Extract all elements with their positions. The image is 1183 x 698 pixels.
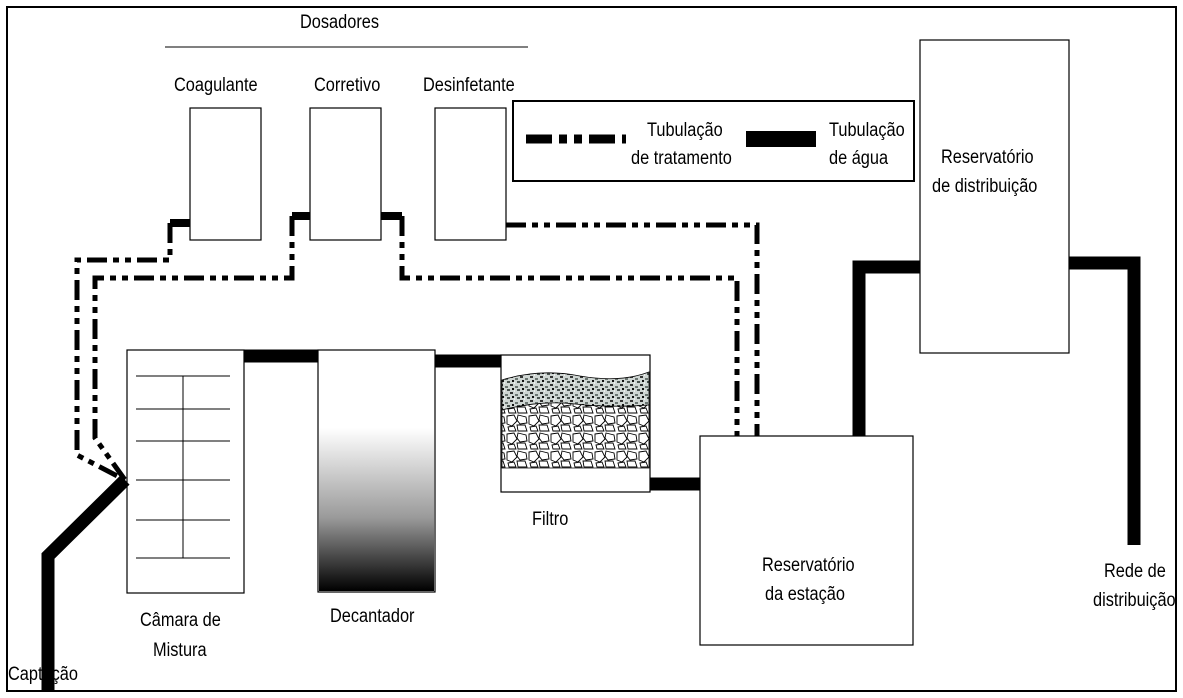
distribution-reservoir-label-2: de distribuição [932,176,1038,197]
decanter-label: Decantador [330,606,415,627]
distribution-network-pipe [1069,256,1141,545]
station-reservoir-label-1: Reservatório [762,555,855,576]
outer-frame [6,6,1177,692]
legend-box [512,100,915,182]
mixing-chamber-label-1: Câmara de [140,610,221,631]
reservoir-to-distribution-pipe [852,260,920,436]
station-reservoir-label-2: da estação [765,584,845,605]
station-reservoir-box [699,435,914,646]
network-label-2: distribuição [1093,590,1176,611]
decanter-sludge-gradient [319,428,434,591]
disinfectant-doser-box [434,107,507,241]
filter-gravel-layer [501,402,650,469]
coagulant-doser-box [189,107,262,241]
mixing-chamber-box [126,349,245,594]
dosers-title: Dosadores [300,12,380,33]
disinfectant-treatment-pipe [506,222,760,436]
doser-stubs [170,212,402,227]
filter-label: Filtro [532,509,569,530]
corrective-doser-box [309,107,382,241]
coagulant-label: Coagulante [174,75,258,96]
corrective-treatment-pipe [92,216,295,482]
mixing-chamber-baffles [136,375,230,559]
mixing-chamber-label-2: Mistura [153,640,207,661]
distribution-reservoir-label-1: Reservatório [941,147,1034,168]
legend-water-label-2: de água [829,148,889,169]
coagulant-treatment-pipe [74,223,173,483]
disinfectant-label: Desinfetante [423,75,515,96]
intake-label: Captação [8,664,78,685]
intake-pipe [41,475,130,690]
legend-water-label-1: Tubulação [829,120,905,141]
distribution-reservoir-box [919,39,1070,354]
treatment-pipes [74,216,760,483]
water-pipes [41,256,1141,690]
corrective-label: Corretivo [314,75,381,96]
legend-treatment-label-1: Tubulação [647,120,723,141]
corrective-to-reservoir-pipe [399,216,740,436]
network-label-1: Rede de [1104,561,1166,582]
legend-treatment-label-2: de tratamento [631,148,732,169]
